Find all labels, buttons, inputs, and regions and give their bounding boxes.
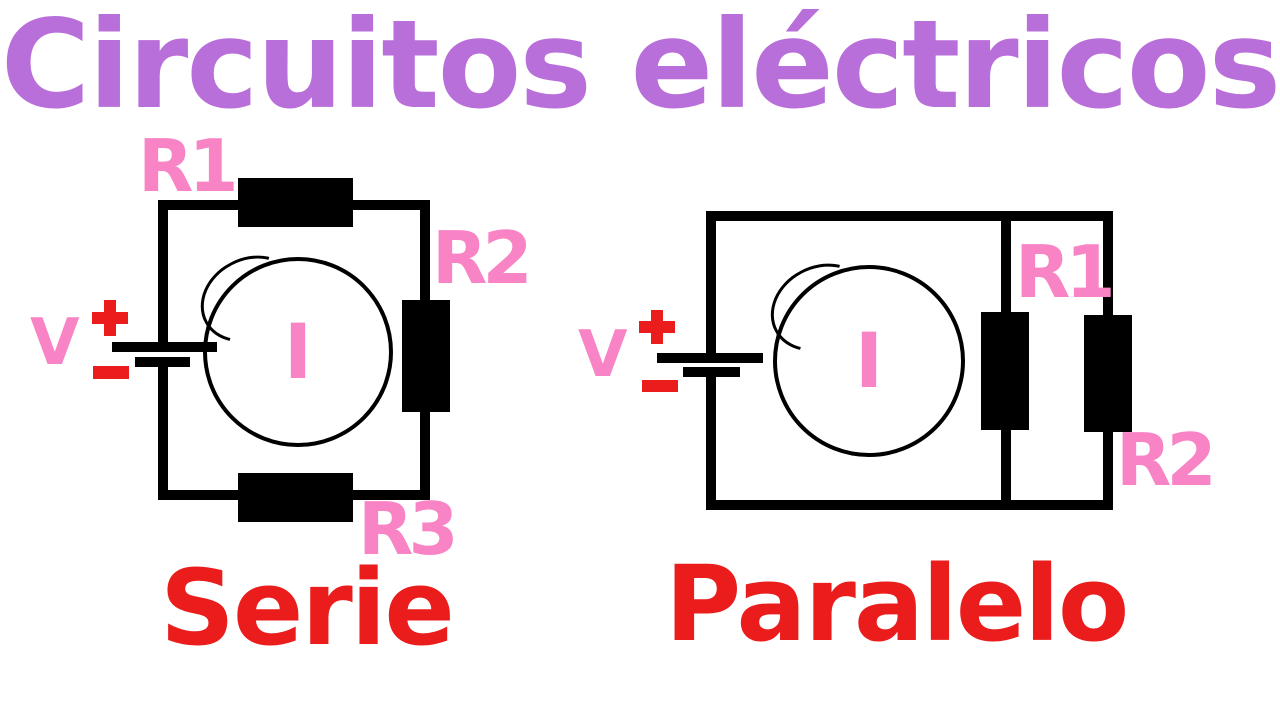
series-wire-left-lower <box>158 367 168 500</box>
parallel-r1-label: R1 <box>1015 230 1116 314</box>
parallel-wire-left-upper <box>706 211 716 358</box>
parallel-r2-label: R2 <box>1116 418 1217 502</box>
parallel-current-label: I <box>854 316 884 405</box>
series-minus-icon <box>93 366 129 379</box>
series-r1-label: R1 <box>138 124 239 208</box>
series-current-label: I <box>283 307 313 396</box>
parallel-battery-positive-plate-icon <box>657 353 763 363</box>
parallel-minus-icon <box>642 380 678 392</box>
series-resistor-r3-icon <box>238 473 353 522</box>
parallel-caption: Paralelo <box>665 543 1129 665</box>
parallel-resistor-r1-icon <box>981 312 1029 430</box>
series-battery-positive-plate-icon <box>112 342 217 352</box>
parallel-wire-top <box>706 211 1113 221</box>
series-r2-label: R2 <box>432 216 533 300</box>
series-r3-label: R3 <box>358 487 459 571</box>
series-ammeter-circle-icon: I <box>203 257 393 447</box>
series-resistor-r1-icon <box>238 178 353 227</box>
parallel-resistor-r2-icon <box>1084 315 1132 432</box>
parallel-battery-negative-plate-icon <box>683 367 740 377</box>
series-caption: Serie <box>160 547 455 669</box>
series-resistor-r2-icon <box>402 300 450 412</box>
series-voltage-label: V <box>30 306 80 380</box>
parallel-wire-left-lower <box>706 377 716 510</box>
series-battery-negative-plate-icon <box>135 357 190 367</box>
series-wire-left-upper <box>158 200 168 347</box>
parallel-ammeter-circle-icon: I <box>773 265 965 457</box>
page-title: Circuitos eléctricos <box>0 0 1280 136</box>
parallel-wire-bottom <box>706 500 1113 510</box>
parallel-voltage-label: V <box>578 318 628 392</box>
